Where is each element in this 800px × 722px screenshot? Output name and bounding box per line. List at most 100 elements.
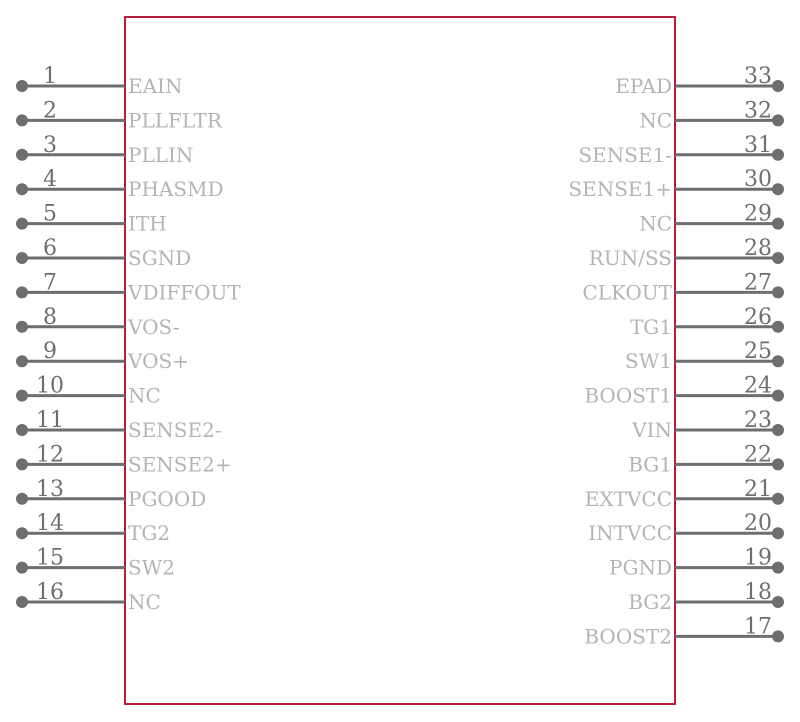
pin-number: 24 bbox=[744, 374, 772, 399]
pin-number: 5 bbox=[43, 202, 57, 227]
pin-12: 12 SENSE2+ bbox=[16, 442, 232, 476]
pin-endpoint-dot bbox=[772, 183, 784, 196]
pin-endpoint-dot bbox=[772, 596, 784, 608]
pin-endpoint-dot bbox=[16, 114, 28, 127]
pin-8: 8 VOS- bbox=[16, 305, 180, 339]
pin-endpoint-dot bbox=[772, 527, 784, 540]
pin-name: SGND bbox=[128, 246, 191, 270]
pin-number: 9 bbox=[43, 339, 57, 364]
pin-endpoint-dot bbox=[772, 561, 784, 574]
pin-name: VOS- bbox=[127, 315, 180, 339]
pin-endpoint-dot bbox=[16, 80, 28, 92]
pin-endpoint-dot bbox=[16, 148, 28, 161]
pin-endpoint-dot bbox=[772, 252, 784, 264]
pin-number: 20 bbox=[744, 511, 772, 536]
pin-endpoint-dot bbox=[772, 355, 784, 368]
pin-number: 10 bbox=[36, 374, 64, 399]
pin-name: EPAD bbox=[615, 74, 672, 98]
pin-number: 21 bbox=[744, 477, 772, 502]
pin-name: SW2 bbox=[128, 556, 175, 580]
pin-name: NC bbox=[639, 212, 672, 236]
pin-4: 4 PHASMD bbox=[16, 167, 224, 201]
pin-name: TG2 bbox=[128, 521, 170, 545]
pin-endpoint-dot bbox=[16, 252, 28, 264]
pin-name: TG1 bbox=[630, 315, 672, 339]
pin-endpoint-dot bbox=[16, 492, 28, 505]
pin-number: 12 bbox=[36, 442, 64, 467]
pin-name: BOOST2 bbox=[584, 624, 672, 648]
pin-name: PLLIN bbox=[128, 143, 193, 167]
pin-number: 33 bbox=[744, 64, 772, 89]
pin-number: 2 bbox=[43, 98, 57, 123]
pin-name: NC bbox=[639, 108, 672, 132]
pin-endpoint-dot bbox=[16, 527, 28, 540]
pin-endpoint-dot bbox=[16, 320, 28, 333]
pin-number: 18 bbox=[744, 580, 772, 605]
pin-number: 8 bbox=[43, 305, 57, 330]
pin-endpoint-dot bbox=[16, 183, 28, 196]
pin-5: 5 ITH bbox=[16, 202, 167, 236]
pin-endpoint-dot bbox=[16, 217, 28, 230]
pin-endpoint-dot bbox=[16, 561, 28, 574]
pin-number: 29 bbox=[744, 202, 772, 227]
pin-endpoint-dot bbox=[16, 596, 28, 608]
pin-name: INTVCC bbox=[588, 521, 672, 545]
right-pin-group: 33EPAD32NC31SENSE1-30SENSE1+29NC28RUN/SS… bbox=[568, 64, 784, 648]
pin-name: CLKOUT bbox=[582, 280, 672, 304]
pin-10: 10 NC bbox=[16, 374, 161, 408]
pin-31: 31 SENSE1- bbox=[578, 133, 784, 167]
pin-name: VDIFFOUT bbox=[127, 280, 241, 304]
pin-name: NC bbox=[128, 590, 161, 614]
pin-name: ITH bbox=[128, 212, 167, 236]
pin-endpoint-dot bbox=[772, 80, 784, 92]
pin-name: SENSE1+ bbox=[568, 177, 672, 201]
pin-33: 33 EPAD bbox=[615, 64, 784, 98]
pin-number: 32 bbox=[744, 98, 772, 123]
pin-endpoint-dot bbox=[772, 286, 784, 299]
pin-endpoint-dot bbox=[16, 424, 28, 436]
pin-endpoint-dot bbox=[772, 630, 784, 643]
pin-endpoint-dot bbox=[16, 286, 28, 299]
pin-number: 15 bbox=[36, 546, 64, 571]
pin-30: 30 SENSE1+ bbox=[568, 167, 784, 201]
pin-number: 30 bbox=[744, 167, 772, 192]
pin-24: 24 BOOST1 bbox=[584, 374, 784, 408]
pin-number: 3 bbox=[43, 133, 57, 158]
pin-name: SENSE2+ bbox=[128, 452, 232, 476]
pin-name: VOS+ bbox=[127, 349, 189, 373]
pin-number: 31 bbox=[744, 133, 772, 158]
pin-endpoint-dot bbox=[772, 148, 784, 161]
pin-endpoint-dot bbox=[772, 320, 784, 333]
pin-endpoint-dot bbox=[772, 114, 784, 127]
pin-number: 4 bbox=[43, 167, 57, 192]
pin-name: SENSE2- bbox=[128, 418, 222, 442]
pin-name: SW1 bbox=[625, 349, 672, 373]
pin-number: 11 bbox=[36, 408, 64, 433]
pin-endpoint-dot bbox=[16, 355, 28, 368]
pin-name: NC bbox=[128, 384, 161, 408]
pin-name: PLLFLTR bbox=[128, 108, 223, 132]
pin-name: BG2 bbox=[628, 590, 672, 614]
pin-name: PHASMD bbox=[128, 177, 224, 201]
pin-32: 32 NC bbox=[639, 98, 784, 132]
pin-2: 2 PLLFLTR bbox=[16, 98, 223, 132]
pin-9: 9 VOS+ bbox=[16, 339, 189, 373]
pin-29: 29 NC bbox=[639, 202, 784, 236]
pin-endpoint-dot bbox=[16, 389, 28, 402]
pin-name: SENSE1- bbox=[578, 143, 672, 167]
pin-name: BOOST1 bbox=[584, 384, 672, 408]
pin-20: 20 INTVCC bbox=[588, 511, 784, 545]
